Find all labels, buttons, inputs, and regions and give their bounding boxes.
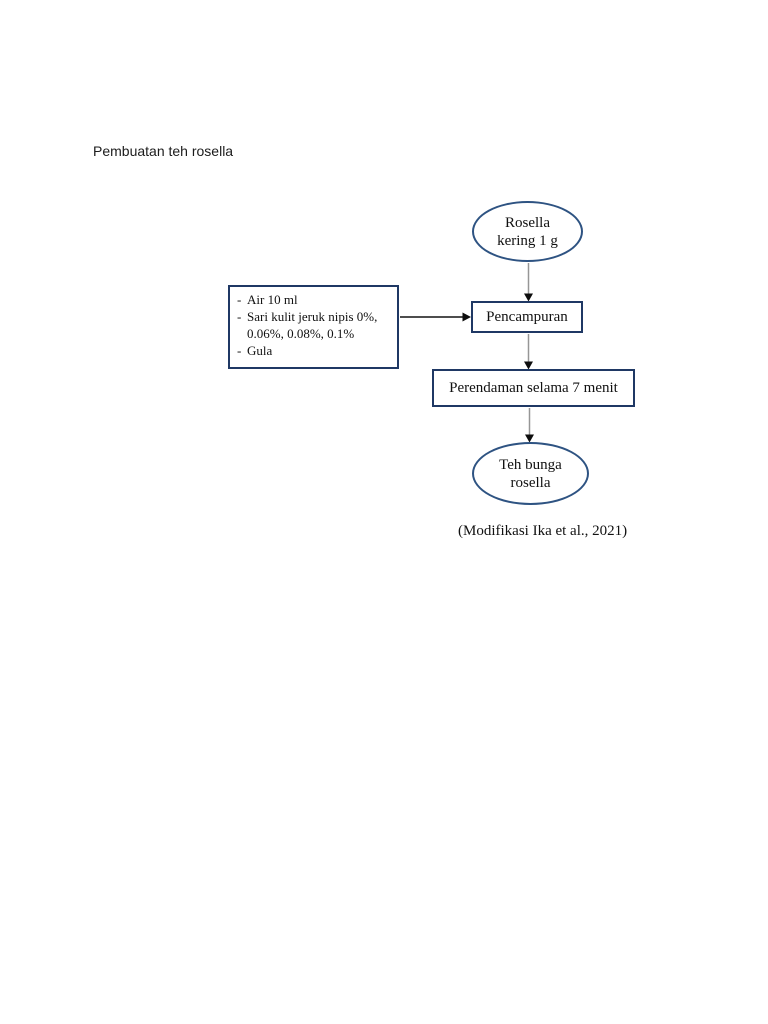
node-label: Rosella xyxy=(505,214,550,231)
node-label: rosella xyxy=(510,474,551,491)
ingredient-item: - Sari kulit jeruk nipis 0%, 0.06%, 0.08… xyxy=(237,308,394,342)
ingredient-text: Air 10 ml xyxy=(247,292,298,307)
ingredient-item: - Gula xyxy=(237,342,394,359)
node-label: kering 1 g xyxy=(497,232,558,249)
flowchart-node-teh-bunga-rosella: Teh bunga rosella xyxy=(472,442,589,505)
ingredient-text: 0.06%, 0.08%, 0.1% xyxy=(247,326,355,341)
ingredient-item: - Air 10 ml xyxy=(237,291,394,308)
arrow-perendaman-to-end xyxy=(525,408,534,443)
dash-bullet: - xyxy=(237,343,242,358)
citation-text: (Modifikasi Ika et al., 2021) xyxy=(458,523,628,539)
flowchart-node-rosella-kering: Rosella kering 1 g xyxy=(472,201,583,262)
flowchart-node-ingredients: - Air 10 ml - Sari kulit jeruk nipis 0%,… xyxy=(228,285,399,369)
arrow-ingredients-to-pencampuran xyxy=(400,312,471,322)
ingredient-text: Sari kulit jeruk nipis 0%, xyxy=(247,309,378,324)
node-label: Perendaman selama 7 menit xyxy=(449,380,618,396)
node-label: Pencampuran xyxy=(486,309,568,325)
flowchart-node-perendaman: Perendaman selama 7 menit xyxy=(432,369,635,407)
ingredient-text: Gula xyxy=(247,343,273,358)
page-title: Pembuatan teh rosella xyxy=(93,143,234,159)
flowchart-node-pencampuran: Pencampuran xyxy=(471,301,583,333)
dash-bullet: - xyxy=(237,309,242,324)
arrow-start-to-pencampuran xyxy=(524,263,533,302)
node-label: Teh bunga xyxy=(499,456,562,473)
arrow-pencampuran-to-perendaman xyxy=(524,334,533,370)
dash-bullet: - xyxy=(237,292,242,307)
